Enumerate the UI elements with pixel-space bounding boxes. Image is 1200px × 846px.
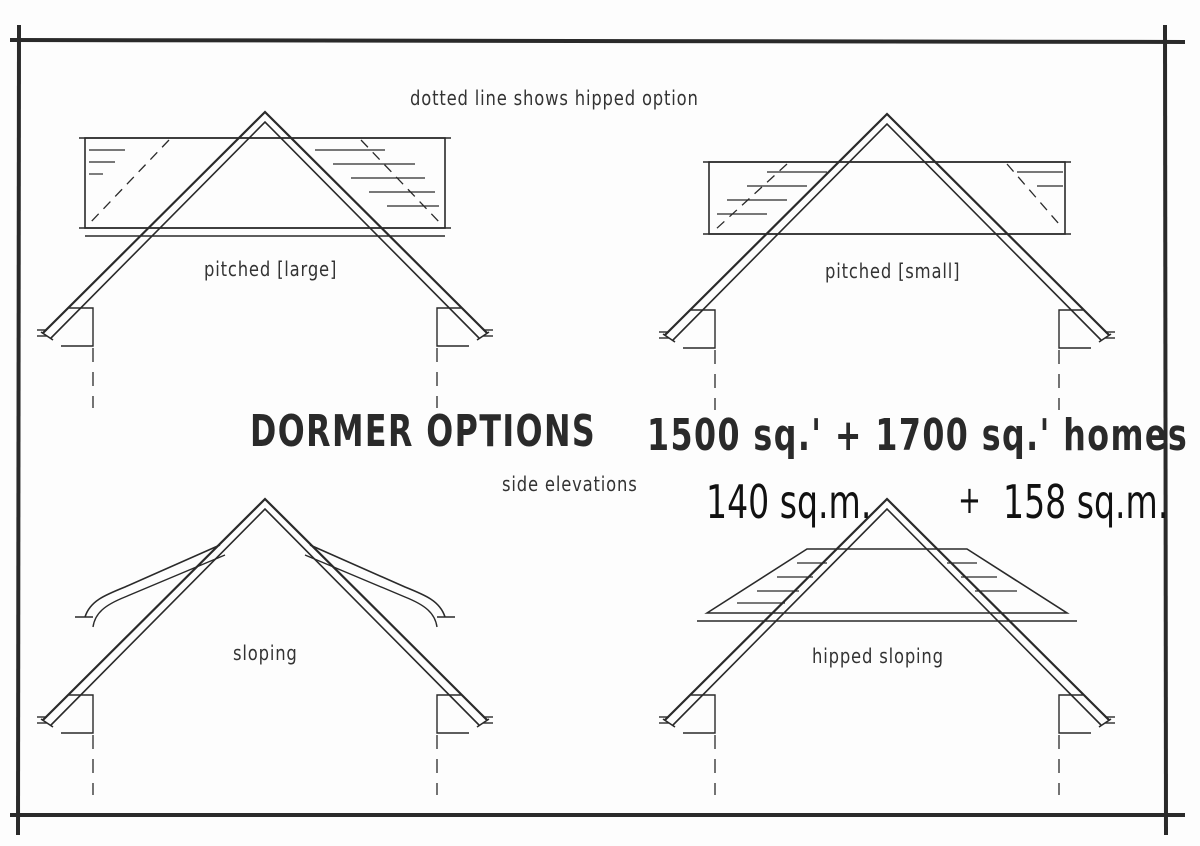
hipped-option-note: dotted line shows hipped option	[410, 86, 699, 110]
dormer-label-pitched-small: pitched [small]	[825, 259, 961, 283]
dormer-sloping	[35, 497, 495, 797]
dormer-pitched-large	[35, 110, 495, 410]
dormer-label-hipped-sloping: hipped sloping	[812, 644, 944, 668]
dormer-pitched-small	[657, 112, 1117, 412]
subtitle-side-elevations: side elevations	[502, 472, 638, 496]
metric-plus: +	[958, 478, 981, 522]
dormer-hipped-sloping	[657, 497, 1117, 797]
metric-size-a: 140 sq.m.	[706, 475, 872, 529]
dormer-label-pitched-large: pitched [large]	[204, 257, 338, 281]
home-sizes-imperial: 1500 sq.' + 1700 sq.' homes	[647, 410, 1189, 461]
dormer-label-sloping: sloping	[233, 641, 298, 665]
sheet-border	[9, 24, 1186, 836]
metric-size-b: 158 sq.m.	[1003, 475, 1169, 529]
page-title: DORMER OPTIONS	[250, 406, 597, 457]
